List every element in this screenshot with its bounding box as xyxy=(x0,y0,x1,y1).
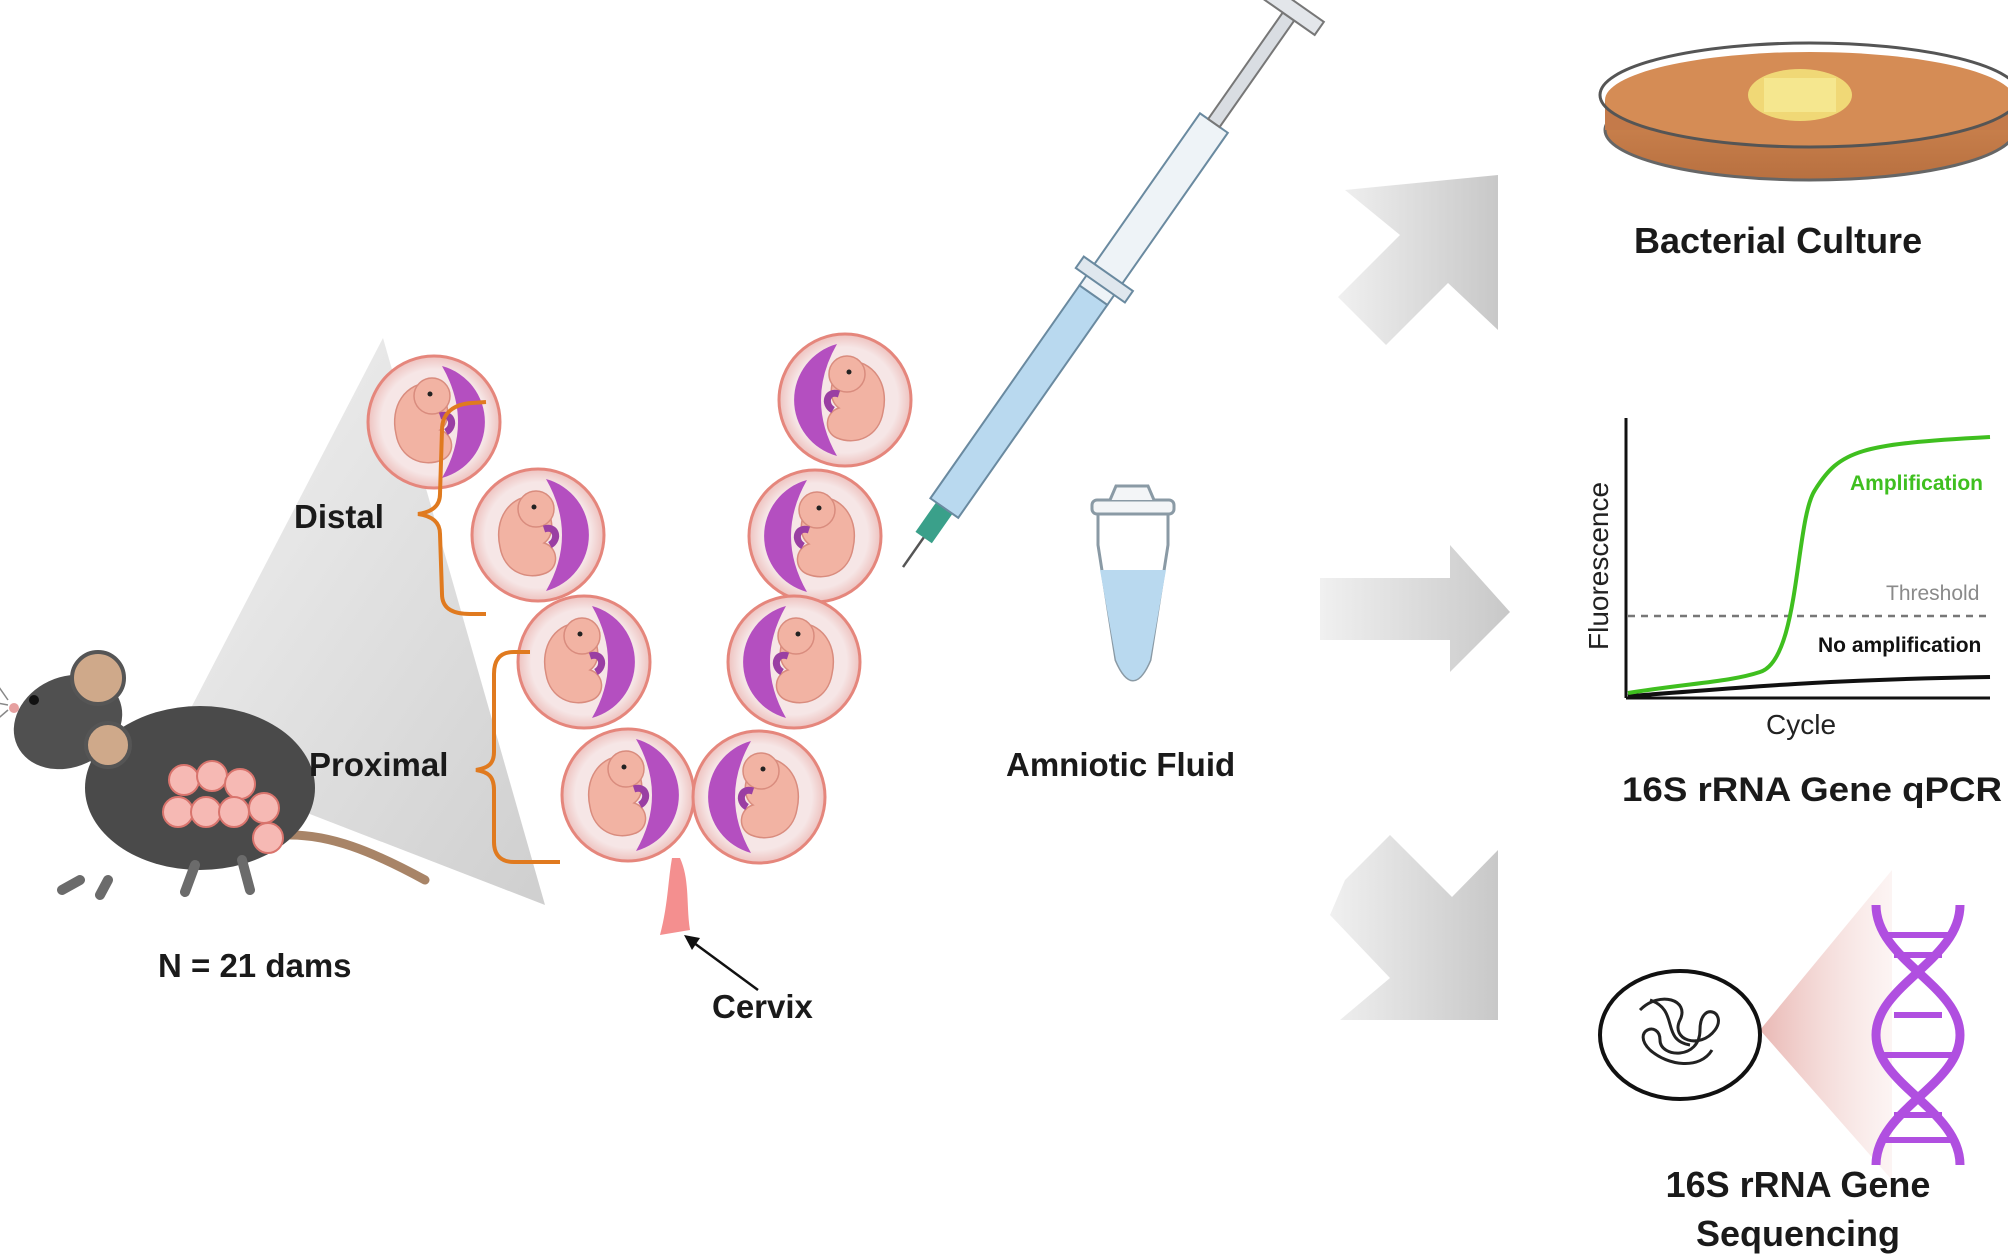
embryo-sac-right-2 xyxy=(749,470,881,602)
qpcr-amplification-label: Amplification xyxy=(1850,472,1983,495)
proximal-bracket xyxy=(475,650,560,864)
dna-sequencing-icon xyxy=(1598,870,1965,1180)
distal-bracket xyxy=(417,400,487,616)
proximal-label: Proximal xyxy=(309,746,448,783)
dna-magnification-cone xyxy=(1760,870,1892,1180)
arrow-to-sequencing xyxy=(1330,835,1498,1020)
sequencing-label-line1: 16S rRNA Gene xyxy=(1666,1164,1931,1205)
embryo-sac-right-4 xyxy=(693,731,825,863)
mouse-uterus-embryos-icon xyxy=(162,760,284,854)
amniotic-fluid-label: Amniotic Fluid xyxy=(1006,746,1235,783)
qpcr-threshold-label: Threshold xyxy=(1886,582,1979,605)
embryo-sac-right-1 xyxy=(779,334,911,466)
embryo-sac-left-3 xyxy=(518,596,650,728)
distal-label: Distal xyxy=(294,498,384,535)
petri-dish-icon xyxy=(1598,41,2008,182)
cervix-shape xyxy=(660,858,690,935)
qpcr-amplification-curve xyxy=(1627,435,1991,695)
embryo-sac-left-1 xyxy=(368,356,500,488)
qpcr-no-amplification-curve xyxy=(1627,675,1991,698)
qpcr-no-amplification-label: No amplification xyxy=(1818,634,1981,657)
bacterial-culture-label: Bacterial Culture xyxy=(1634,220,1922,261)
embryo-sac-right-3 xyxy=(728,596,860,728)
qpcr-y-axis-label: Fluorescence xyxy=(1583,482,1614,650)
cervix-label: Cervix xyxy=(712,988,814,1025)
arrow-to-culture xyxy=(1338,175,1498,345)
microcentrifuge-tube-icon xyxy=(1090,484,1176,682)
dna-helix-strand-2 xyxy=(1871,904,1965,1166)
embryo-sac-left-4 xyxy=(562,729,694,861)
chromosome-tangle-icon xyxy=(1638,997,1720,1065)
sequencing-label-line2: Sequencing xyxy=(1696,1213,1900,1254)
syringe-icon xyxy=(901,0,1326,568)
cervix-pointer-line xyxy=(689,938,759,992)
qpcr-plot: Fluorescence Cycle Amplification Thresho… xyxy=(1583,418,1991,740)
dams-count-label: N = 21 dams xyxy=(158,947,352,984)
dna-helix-strand-1 xyxy=(1871,904,1965,1166)
cervix-pointer-arrowhead xyxy=(684,935,700,950)
embryo-sac-left-2 xyxy=(472,469,604,601)
arrow-to-qpcr xyxy=(1320,545,1510,672)
qpcr-x-axis-label: Cycle xyxy=(1766,709,1836,740)
mouse-illustration xyxy=(0,338,545,905)
qpcr-label: 16S rRNA Gene qPCR xyxy=(1622,771,2002,809)
uterine-horns-embryos xyxy=(368,334,911,935)
